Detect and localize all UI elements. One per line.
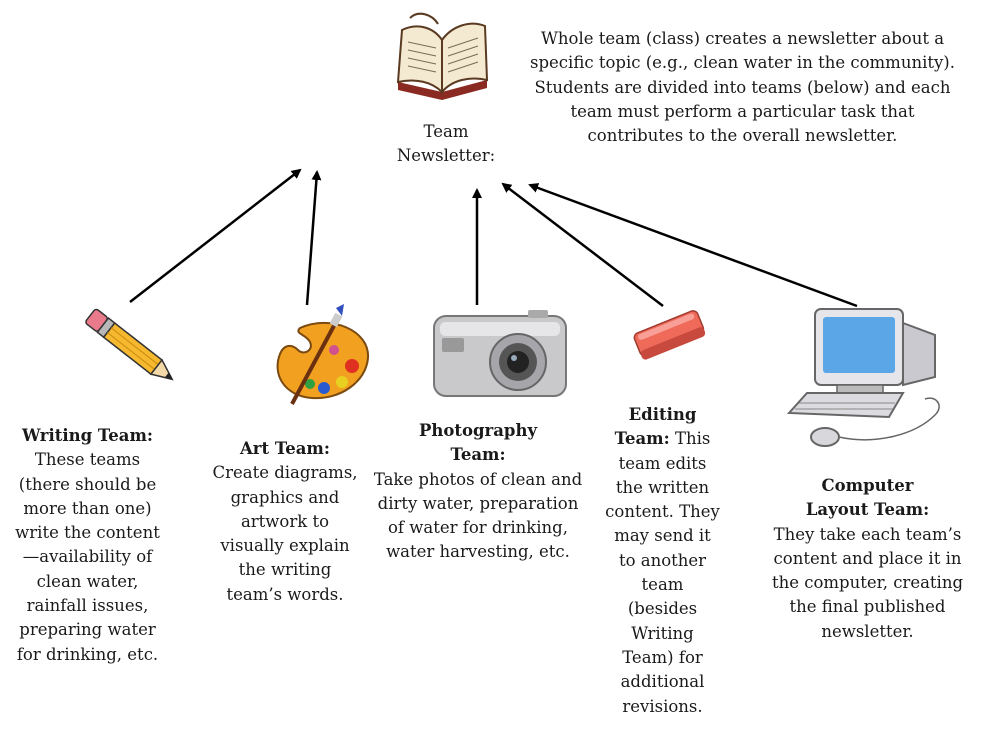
arrow-art (305, 170, 322, 306)
computer-icon (786, 308, 940, 447)
art-team-block: Art Team: Create diagrams, graphics and … (210, 437, 360, 607)
photography-team-description: Take photos of clean and dirty water, pr… (373, 469, 583, 562)
art-team-title: Art Team: (240, 439, 330, 458)
editing-team-description: This team edits the written content. The… (605, 429, 720, 716)
computer-team-block: Computer Layout Team: They take each tea… (760, 474, 975, 644)
newsletter-label: Team Newsletter: (396, 122, 496, 166)
newsletter-description: Whole team (class) creates a newsletter … (530, 29, 955, 146)
photography-team-block: Photography Team: Take photos of clean a… (372, 419, 584, 565)
arrow-editing (501, 182, 664, 307)
open-book-icon (396, 12, 489, 100)
arrow-writing (129, 168, 302, 303)
photography-team-title: Photography Team: (418, 421, 538, 465)
eraser-icon (633, 310, 706, 360)
computer-team-title: Computer Layout Team: (805, 476, 930, 520)
editing-team-title: Editing Team: (614, 405, 697, 449)
camera-icon (433, 310, 567, 397)
arrow-computer (528, 183, 858, 308)
writing-team-title: Writing Team: (21, 426, 154, 445)
paint-palette-icon (276, 304, 370, 405)
writing-team-description: These teams (there should be more than o… (15, 450, 160, 664)
writing-team-block: Writing Team: These teams (there should … (0, 424, 175, 667)
art-team-description: Create diagrams, graphics and artwork to… (212, 463, 358, 604)
pencil-icon (85, 308, 174, 381)
computer-team-description: They take each team’s content and place … (771, 524, 964, 641)
editing-team-block: Editing Team: This team edits the writte… (605, 403, 720, 719)
